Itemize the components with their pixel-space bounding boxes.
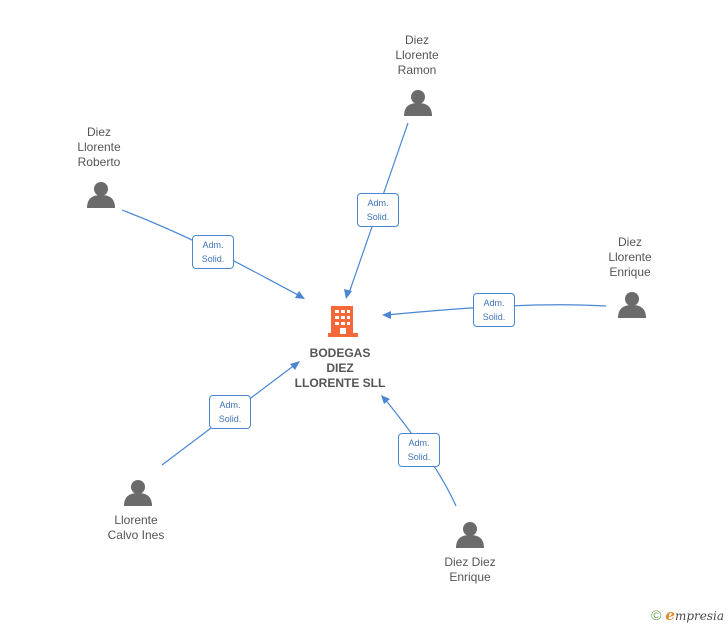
company-name-line: LLORENTE SLL [294, 376, 386, 390]
person-name-line: Diez [617, 235, 642, 249]
person-name-line: Calvo Ines [107, 528, 165, 542]
arrowhead-ines [290, 361, 300, 370]
person-name-line: Enrique [449, 570, 491, 584]
person-name-line: Diez Diez [444, 555, 496, 569]
relation-badge-roberto[interactable]: Adm. Solid. [192, 235, 234, 269]
company-name-line: DIEZ [326, 361, 354, 375]
badge-line: Solid. [482, 312, 506, 322]
badge-line: Solid. [407, 452, 431, 462]
company-name-line: BODEGAS [309, 346, 371, 360]
person-name-line: Enrique [609, 265, 651, 279]
arrowhead-enrique-diez [381, 395, 390, 404]
person-name-enrique-llorente[interactable]: Diez Llorente Enrique [570, 235, 690, 280]
brand-name: mpresia [674, 609, 724, 623]
person-name-enrique-diez[interactable]: Diez Diez Enrique [410, 555, 530, 585]
person-name-line: Roberto [77, 155, 121, 169]
badge-line: Solid. [218, 414, 242, 424]
relation-badge-ines[interactable]: Adm. Solid. [209, 395, 251, 429]
person-icon[interactable] [618, 292, 646, 318]
relation-badge-ramon[interactable]: Adm. Solid. [357, 193, 399, 227]
arrowhead-enrique-llorente [382, 311, 391, 319]
person-name-line: Llorente [395, 48, 439, 62]
relation-badge-enrique-llorente[interactable]: Adm. Solid. [473, 293, 515, 327]
arrowhead-roberto [295, 291, 305, 299]
person-icon[interactable] [456, 522, 484, 548]
brand-logo[interactable]: empresia [665, 606, 724, 624]
relation-badge-enrique-diez[interactable]: Adm. Solid. [398, 433, 440, 467]
company-name[interactable]: BODEGAS DIEZ LLORENTE SLL [280, 346, 400, 391]
person-name-line: Llorente [114, 513, 158, 527]
person-name-line: Diez [404, 33, 429, 47]
brand-footer: © empresia [651, 606, 724, 624]
person-icon[interactable] [87, 182, 115, 208]
badge-line: Adm. [483, 298, 505, 308]
person-name-line: Ramon [397, 63, 437, 77]
badge-line: Solid. [201, 254, 225, 264]
badge-line: Adm. [219, 400, 241, 410]
badge-line: Adm. [367, 198, 389, 208]
person-name-line: Llorente [608, 250, 652, 264]
arrowhead-ramon [344, 289, 352, 299]
badge-line: Adm. [408, 438, 430, 448]
person-name-line: Llorente [77, 140, 121, 154]
person-name-roberto[interactable]: Diez Llorente Roberto [39, 125, 159, 170]
person-name-line: Diez [86, 125, 111, 139]
building-icon[interactable] [328, 306, 358, 337]
copyright-icon: © [651, 607, 662, 623]
person-name-ramon[interactable]: Diez Llorente Ramon [357, 33, 477, 78]
person-icon[interactable] [124, 480, 152, 506]
person-icon[interactable] [404, 90, 432, 116]
brand-initial: e [665, 606, 675, 624]
badge-line: Solid. [366, 212, 390, 222]
person-name-ines[interactable]: Llorente Calvo Ines [76, 513, 196, 543]
badge-line: Adm. [202, 240, 224, 250]
